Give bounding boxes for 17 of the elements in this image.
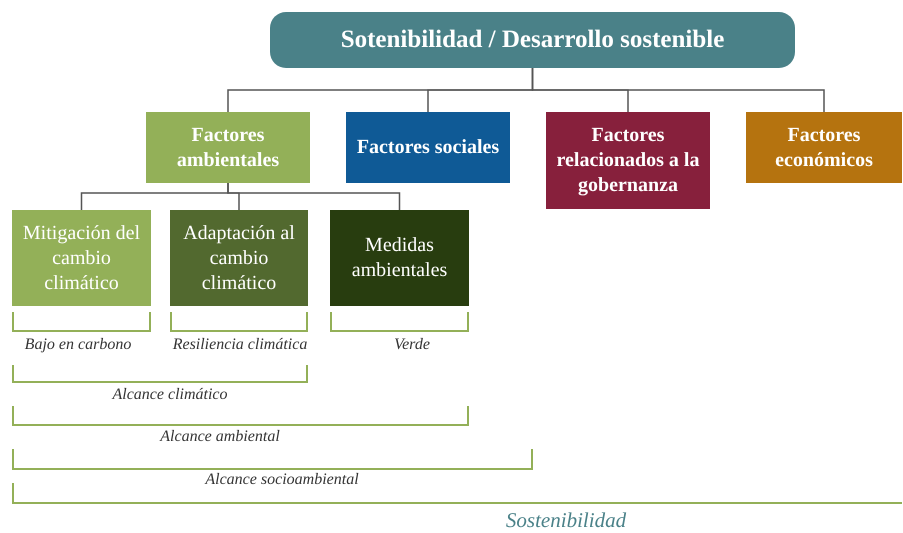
category-box: Mitigación del cambio climático — [12, 210, 151, 306]
category-box: Factores ambientales — [146, 112, 310, 183]
scope-label: Sostenibilidad — [506, 510, 626, 531]
scope-label: Alcance socioambiental — [205, 472, 359, 488]
scope-label: Bajo en carbono — [24, 337, 132, 353]
category-box: Medidas ambientales — [330, 210, 469, 306]
category-box: Adaptación al cambio climático — [170, 210, 308, 306]
connector-line — [227, 183, 400, 210]
category-box: Factores económicos — [746, 112, 902, 183]
connector-line — [532, 68, 825, 112]
scope-label: Alcance climático — [112, 387, 228, 403]
title-box: Sotenibilidad / Desarrollo sostenible — [270, 12, 795, 68]
scope-label: Alcance ambiental — [160, 429, 280, 445]
scope-label: Verde — [394, 337, 430, 353]
category-box: Factores sociales — [346, 112, 510, 183]
scope-label: Resiliencia climática — [172, 337, 308, 353]
category-box: Factores relacionados a la gobernanza — [546, 112, 710, 209]
